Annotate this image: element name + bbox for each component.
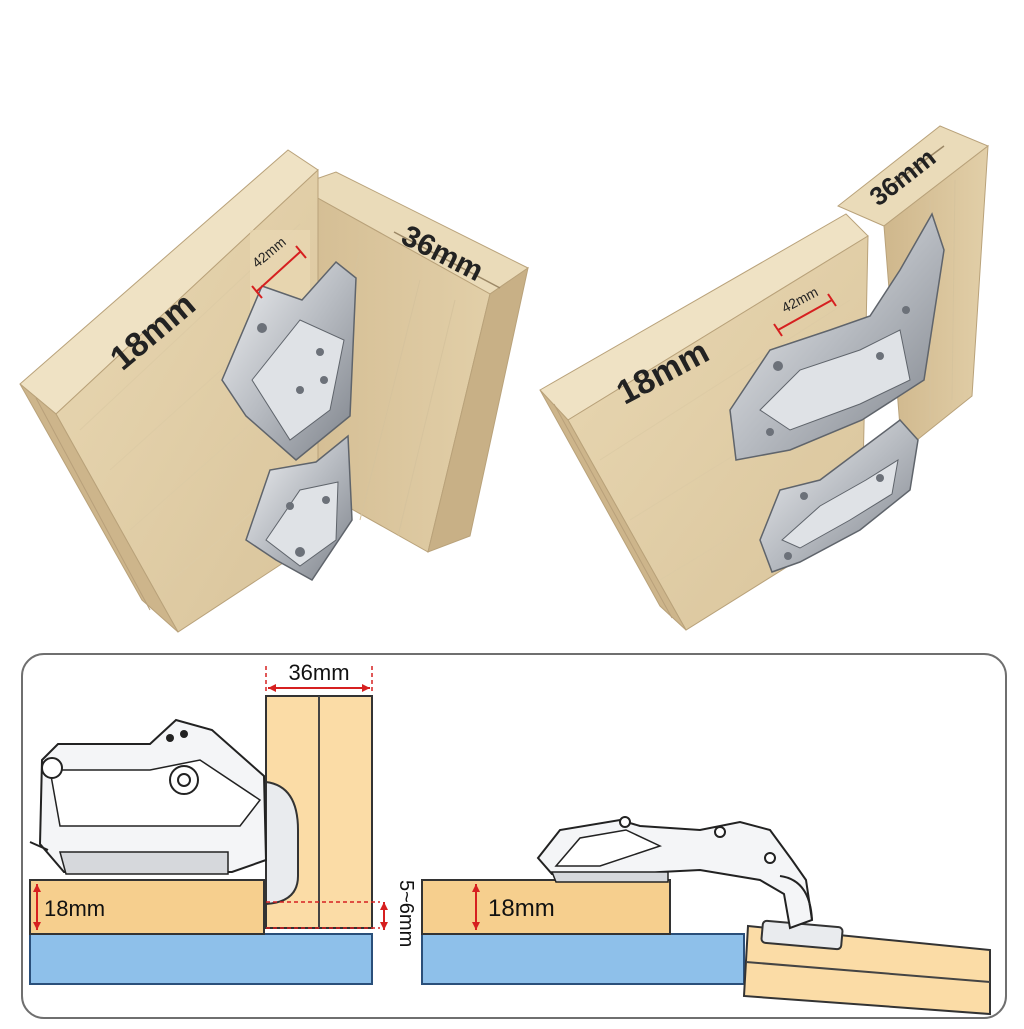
photo-left: 18mm 36mm 42mm (19, 149, 529, 633)
diagram-open-state: 18mm (421, 816, 991, 1016)
door-thickness-label: 36mm (288, 660, 349, 685)
hinge-upper-left-photo (221, 260, 357, 461)
side-panel-18mm-left (29, 879, 265, 935)
hinge-arm-closed (29, 718, 268, 875)
hinge-arm-open (536, 816, 814, 930)
dim-panel-18mm-right: 18mm (472, 884, 555, 930)
dim-gap: 5~6mm (380, 880, 417, 947)
hinge-lower-right-photo (759, 418, 919, 573)
panel-thickness-label-right: 18mm (488, 895, 555, 922)
diagram-closed-state: 36mm 18mm 5~6mm (29, 660, 417, 985)
dim-door-36mm: 36mm (265, 660, 373, 692)
panel-thickness-label-left: 18mm (44, 896, 105, 921)
hinge-lower-left-photo (245, 434, 353, 581)
gap-label: 5~6mm (395, 880, 417, 947)
side-panel-18mm-right (421, 879, 671, 935)
installation-diagram: 36mm 18mm 5~6mm (21, 653, 1007, 1019)
hinge-upper-right-photo (729, 212, 945, 461)
photo-right: 18mm 36mm 42mm (539, 125, 989, 631)
door-open (742, 919, 991, 1016)
hinge-cup-closed (265, 780, 299, 906)
base-panel-left (29, 933, 373, 985)
dim-panel-18mm-left: 18mm (33, 884, 105, 930)
base-panel-right (421, 933, 745, 985)
